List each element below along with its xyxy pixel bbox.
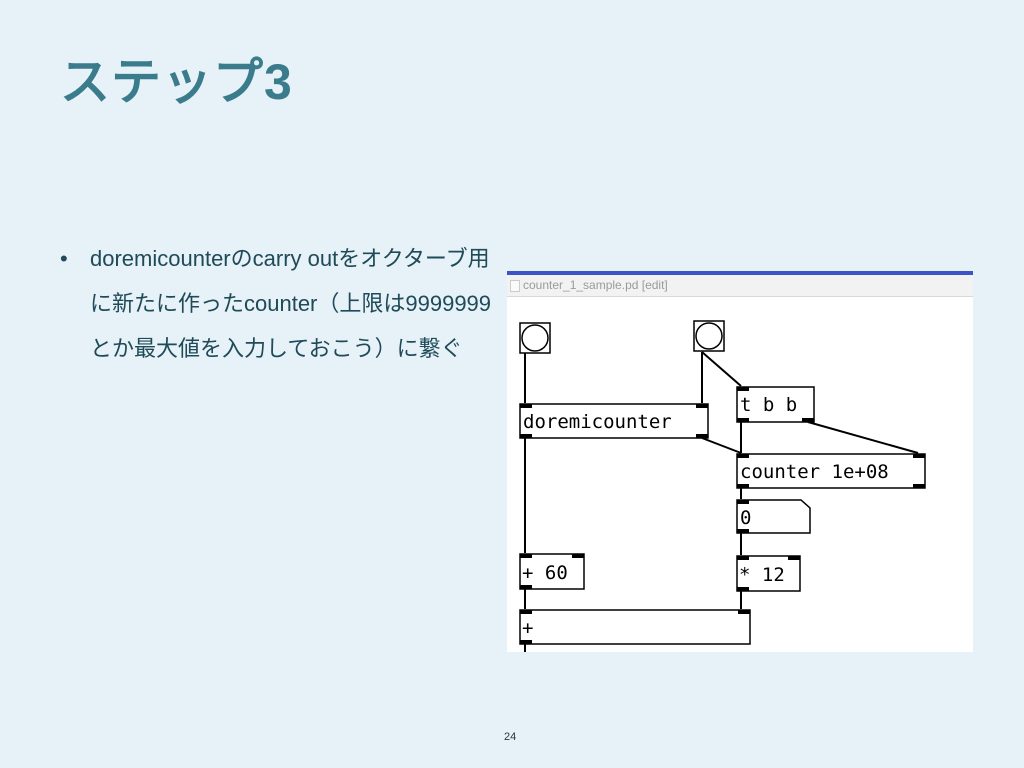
patch-canvas[interactable]: doremicounter t b b counter 1e+08 0 + 60	[507, 271, 973, 652]
cord	[701, 437, 742, 454]
object-trigger[interactable]: t b b	[736, 386, 815, 423]
object-label: + 60	[522, 562, 568, 584]
object-label: +	[522, 617, 533, 639]
window-titlebar: counter_1_sample.pd [edit]	[507, 275, 973, 297]
bullet-dot: •	[60, 246, 68, 271]
window-accent-bar	[507, 271, 973, 275]
document-icon	[510, 280, 520, 292]
object-label: t b b	[740, 394, 797, 416]
object-times-12[interactable]: * 12	[736, 555, 801, 592]
bullet-item: • doremicounterのcarry outをオクターブ用に新たに作ったc…	[60, 236, 500, 371]
object-plus[interactable]: +	[519, 609, 751, 645]
object-label: counter 1e+08	[740, 461, 889, 483]
cord	[807, 421, 919, 454]
bang-left[interactable]	[519, 322, 551, 354]
object-label: doremicounter	[523, 411, 672, 433]
cord	[701, 351, 742, 387]
object-doremicounter[interactable]: doremicounter	[519, 403, 709, 439]
object-label: * 12	[739, 564, 785, 586]
slide-title: ステップ3	[60, 54, 293, 110]
bullet-text: doremicounterのcarry outをオクターブ用に新たに作ったcou…	[90, 246, 492, 361]
pd-patch-window: counter_1_sample.pd [edit]	[507, 271, 973, 652]
object-counter[interactable]: counter 1e+08	[736, 453, 926, 489]
number-value: 0	[740, 507, 751, 529]
object-plus-60[interactable]: + 60	[519, 553, 585, 590]
page-number: 24	[504, 731, 517, 743]
number-box[interactable]: 0	[736, 499, 811, 534]
patch-cords	[524, 351, 919, 652]
window-title: counter_1_sample.pd [edit]	[523, 278, 668, 292]
bang-right[interactable]	[693, 320, 725, 352]
